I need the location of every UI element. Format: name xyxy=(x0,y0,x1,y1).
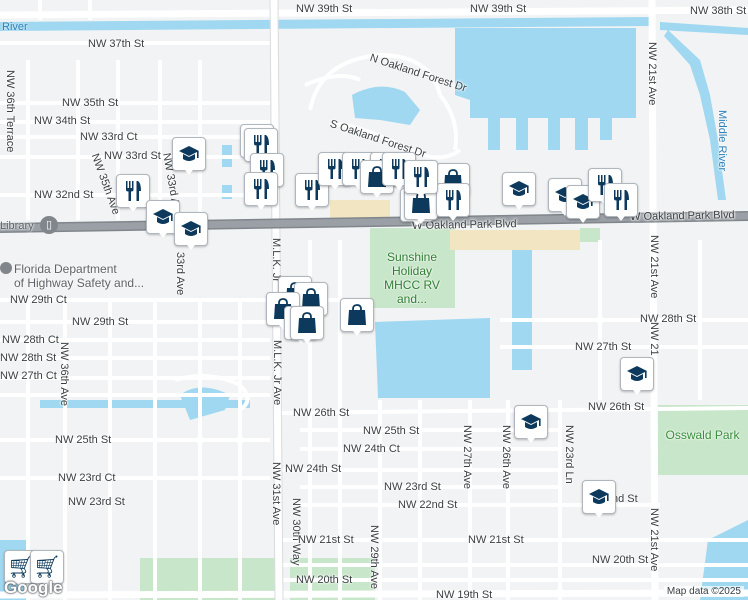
place-label: of Highway Safety and... xyxy=(14,276,145,290)
school-icon xyxy=(152,207,174,227)
school-marker[interactable] xyxy=(174,212,208,254)
street-label: NW 23rd St xyxy=(384,481,441,493)
street-label: NW 36th Ave xyxy=(58,342,70,406)
street-label: NW 21 xyxy=(648,322,660,356)
park-label: Osswald Park xyxy=(665,428,740,442)
street-label: NW 20th St xyxy=(296,574,353,586)
restaurant-icon xyxy=(611,188,631,212)
restaurant-icon xyxy=(325,157,345,181)
street-label: NW 33rd St xyxy=(104,150,161,162)
street-label: NW 21st St xyxy=(298,534,354,546)
restaurant-marker[interactable] xyxy=(604,183,638,225)
shopping-marker[interactable] xyxy=(340,298,374,340)
restaurant-icon xyxy=(411,165,431,189)
restaurant-icon xyxy=(443,188,463,212)
street-label: NW 29th Ave xyxy=(368,525,380,589)
google-logo: Google xyxy=(4,578,63,597)
shopping-cart-icon: 🛒︎ xyxy=(33,554,61,579)
map-attribution: Map data ©2025 xyxy=(663,586,744,597)
street-label: NW 38th St xyxy=(690,5,747,17)
street-label: NW 21st Ave xyxy=(648,235,660,299)
street-label: NW 29th Ct xyxy=(10,294,67,306)
street-label: NW 19th St xyxy=(436,589,493,600)
street-label: NW 23rd Ln xyxy=(563,425,575,484)
restaurant-icon xyxy=(123,179,143,203)
street-label: nd St xyxy=(612,493,638,505)
street-label: NW 25th St xyxy=(363,425,420,437)
street-label: NW 35th St xyxy=(62,97,119,109)
street-label: NW 23rd Ct xyxy=(58,472,116,484)
park-label: Sunshine Holiday MHCC RV and... xyxy=(384,250,440,306)
restaurant-icon xyxy=(251,133,271,157)
street-label: NW 20th St xyxy=(592,554,649,566)
street-label: NW 29th St xyxy=(72,316,129,328)
restaurant-marker[interactable] xyxy=(404,160,438,202)
street-label: NW 26th St xyxy=(588,401,645,413)
school-marker[interactable] xyxy=(514,405,548,447)
shopping-icon xyxy=(297,312,317,334)
sand-area xyxy=(330,200,580,250)
street-label: NW 24th Ct xyxy=(343,443,400,455)
shopping-icon xyxy=(301,288,321,310)
restaurant-icon xyxy=(251,177,271,201)
street-label: NW 39th St xyxy=(296,3,353,15)
restaurant-marker[interactable] xyxy=(436,183,470,225)
place-label: Florida Department xyxy=(14,262,117,276)
school-icon xyxy=(626,364,648,384)
restaurant-marker[interactable] xyxy=(244,172,278,214)
government-icon xyxy=(0,262,12,274)
street-label: NW 28th Ct xyxy=(2,334,59,346)
school-icon xyxy=(520,412,542,432)
library-icon: ▯ xyxy=(40,216,58,234)
street-label: NW 23rd St xyxy=(68,496,125,508)
street-label: NW 39th St xyxy=(470,3,527,15)
street-label: NW 21st St xyxy=(468,534,524,546)
restaurant-marker[interactable] xyxy=(116,174,150,216)
street-label: NW 32nd St xyxy=(34,189,94,201)
school-icon xyxy=(180,219,202,239)
shopping-icon xyxy=(347,304,367,326)
street-label: NW 21st Ave xyxy=(646,42,658,106)
river-label: River xyxy=(2,21,28,33)
school-icon xyxy=(508,179,530,199)
street-label: NW 27th Ave xyxy=(461,425,473,489)
street-label: M.L.K. Jr Ave xyxy=(271,340,283,406)
street-label: NW 27th St xyxy=(575,341,632,353)
street-label: NW 21st Ave xyxy=(648,508,660,572)
street-label: NW 26th Ave xyxy=(500,425,512,489)
street-label: NW 33rd Ct xyxy=(80,131,138,143)
school-marker[interactable] xyxy=(172,137,206,179)
school-marker[interactable] xyxy=(502,172,536,214)
street-label: NW 28th St xyxy=(640,313,697,325)
street-label: NW 27th Ct xyxy=(0,370,57,382)
street-label: 33rd Ave xyxy=(174,252,186,296)
school-marker[interactable] xyxy=(582,480,616,522)
school-icon xyxy=(588,487,610,507)
school-marker[interactable] xyxy=(620,357,654,399)
street-label: NW 30th Way xyxy=(290,498,302,566)
street-label: W Oakland Park Blvd xyxy=(630,209,735,223)
street-label: NW 22nd St xyxy=(398,499,458,511)
street-label: NW 31st Ave xyxy=(270,462,282,526)
library-label: Library xyxy=(0,220,34,232)
street-label: NW 36th Terrace xyxy=(4,70,16,153)
school-icon xyxy=(178,144,200,164)
river-label: Middle River xyxy=(716,110,728,172)
shopping-icon xyxy=(367,166,387,188)
street-label: NW 26th St xyxy=(293,407,350,419)
street-label: NW 34th St xyxy=(34,115,91,127)
shopping-marker[interactable] xyxy=(290,306,324,348)
shopping-cart-marker[interactable]: 🛒︎ xyxy=(30,550,64,592)
street-label: NW 25th St xyxy=(55,434,112,446)
street-label: NW 28th St xyxy=(0,352,57,364)
street-label: NW 37th St xyxy=(88,38,145,50)
street-label: NW 24th St xyxy=(285,463,342,475)
